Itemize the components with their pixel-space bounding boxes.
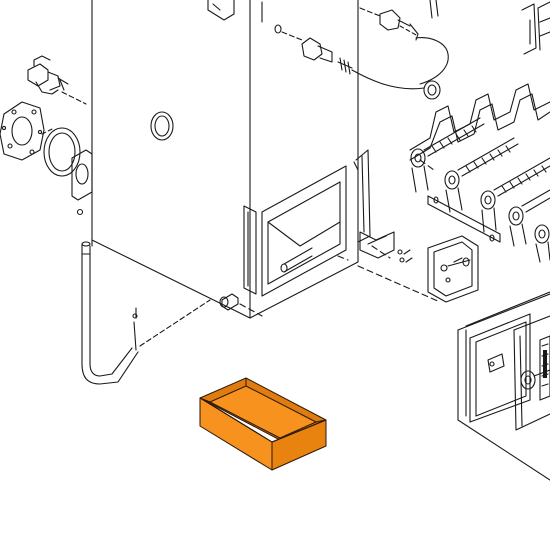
access-panel [428, 236, 478, 302]
bracket [360, 232, 412, 262]
gas-valve [28, 56, 86, 104]
mounting-flange [0, 102, 44, 160]
bracket [522, 2, 550, 54]
control-panel [458, 292, 550, 480]
pilot-assembly [282, 0, 448, 99]
burner-manifold [410, 84, 550, 262]
drain-pipe [82, 242, 210, 384]
gasket-ring [42, 128, 92, 215]
connection-lines [240, 160, 440, 316]
drip-tray [200, 378, 326, 470]
cabinet-body [92, 0, 358, 318]
inspection-door [244, 150, 370, 296]
